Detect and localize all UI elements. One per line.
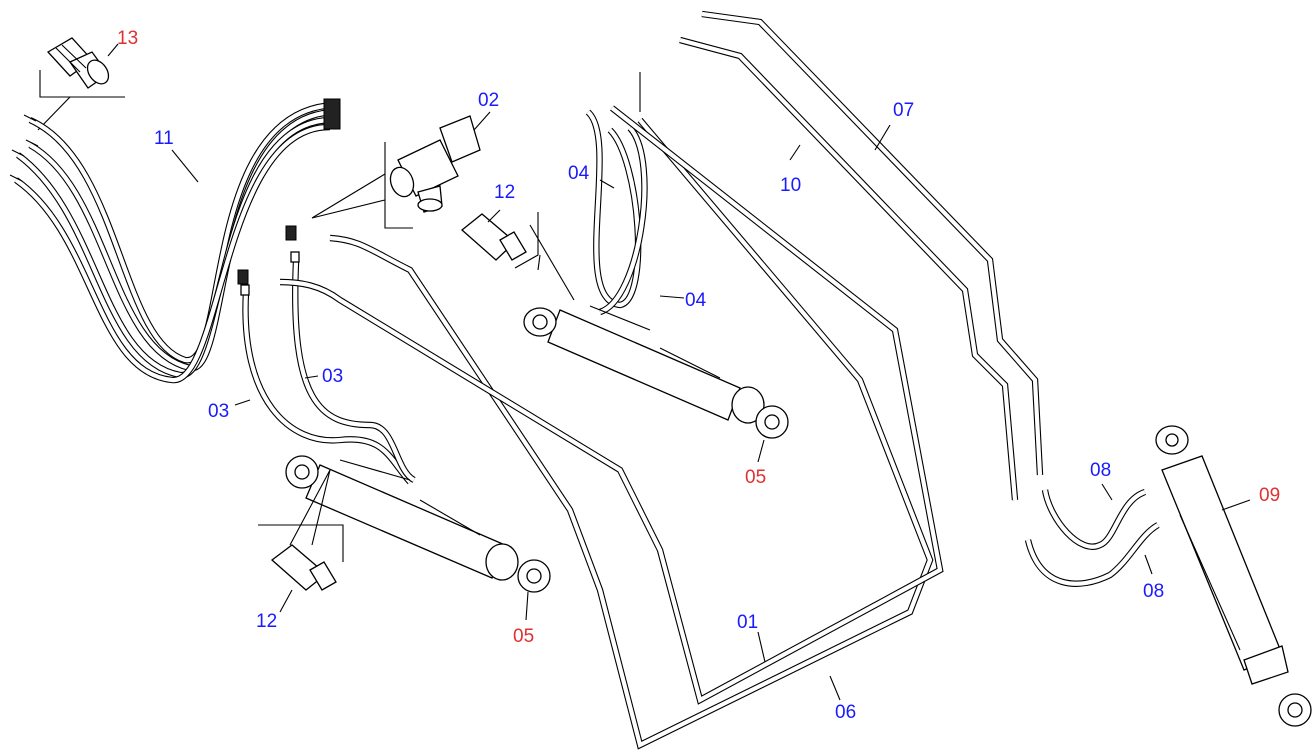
part-02-tee-fitting [311,111,491,229]
label-12-top: 12 [494,182,515,203]
part-11-hose-bundle [9,98,341,384]
label-03-right: 03 [322,366,343,387]
label-10: 10 [780,175,801,196]
part-04-hoses [529,72,685,316]
part-03-hoses [234,225,416,485]
label-04-upper: 04 [568,163,590,184]
label-06: 06 [835,702,856,723]
part-12-valve-bottom [270,544,337,613]
cylinder-lower [258,455,551,621]
part-08-hoses [1024,483,1160,587]
steel-lines-07-10 [679,10,1044,501]
label-04-lower: 04 [685,290,707,311]
label-13: 13 [117,28,138,49]
steel-lines-01-06 [279,105,944,750]
label-03-left: 03 [208,401,229,422]
label-09: 09 [1259,485,1280,506]
label-07: 07 [893,100,914,121]
label-05-lower: 05 [513,626,534,647]
label-01: 01 [737,612,758,633]
callout-labels: 13 02 11 12 04 04 07 10 03 03 05 05 08 0… [117,28,1280,723]
label-02: 02 [478,90,499,111]
part-13-coupler [37,37,125,131]
label-08-upper: 08 [1090,460,1111,481]
label-08-lower: 08 [1143,581,1164,602]
cylinder-09 [1155,425,1312,727]
cylinder-upper [523,305,789,463]
label-12-bottom: 12 [256,611,277,632]
label-11: 11 [154,128,174,149]
label-05-upper: 05 [745,467,766,488]
part-12-valve-top [460,209,541,271]
